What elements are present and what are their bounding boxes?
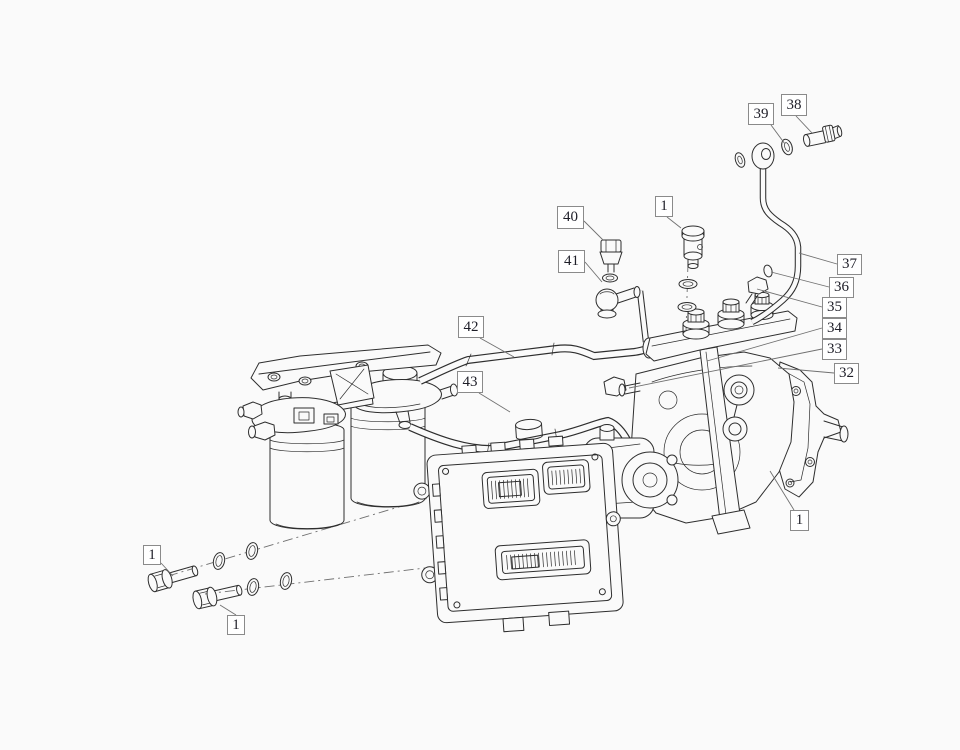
callout-1-plug: 1	[655, 196, 673, 217]
callout-43: 43	[457, 371, 483, 393]
callout-33: 33	[822, 339, 847, 360]
callout-38: 38	[781, 94, 807, 116]
callout-34: 34	[822, 318, 847, 339]
fuel-filter-canister-left	[269, 422, 345, 530]
mounting-bolt-upper	[147, 565, 199, 593]
overflow-pipe-37	[750, 142, 802, 325]
plug-fitting-1	[677, 225, 705, 312]
ecu	[413, 418, 624, 633]
callout-1-bolt-lower: 1	[227, 615, 245, 635]
callout-40: 40	[557, 206, 584, 229]
callout-1-pump: 1	[790, 510, 809, 531]
rail-cap-fittings	[682, 291, 774, 340]
callout-39: 39	[748, 103, 774, 125]
banjo-bolt-33	[603, 376, 641, 397]
callout-35: 35	[822, 297, 847, 318]
callout-leader-lines	[160, 115, 838, 616]
callout-42: 42	[458, 316, 484, 338]
fuel-pipe-42	[418, 342, 653, 385]
fuel-filter-assembly	[237, 344, 459, 530]
banjo-bolt-38	[802, 124, 843, 147]
filter-mounting-bracket	[250, 344, 442, 406]
fuel-injection-pump	[572, 290, 849, 535]
sensor-40	[599, 239, 623, 273]
bolt-washers	[212, 542, 293, 596]
mounting-bolt-lower	[192, 584, 243, 610]
feed-tube	[636, 290, 650, 343]
sealing-washer-41	[602, 273, 618, 283]
callout-41: 41	[558, 250, 585, 273]
fuel-filter-head-left	[237, 391, 346, 441]
fuel-rail	[642, 310, 798, 362]
banjo-eye-fittings	[722, 374, 755, 442]
callout-36: 36	[829, 277, 854, 298]
callout-37: 37	[837, 254, 862, 275]
fittings-35-36	[745, 264, 773, 305]
elbow-fitting	[595, 286, 641, 319]
callout-32: 32	[834, 363, 859, 384]
callout-1-bolt-upper: 1	[143, 545, 161, 565]
